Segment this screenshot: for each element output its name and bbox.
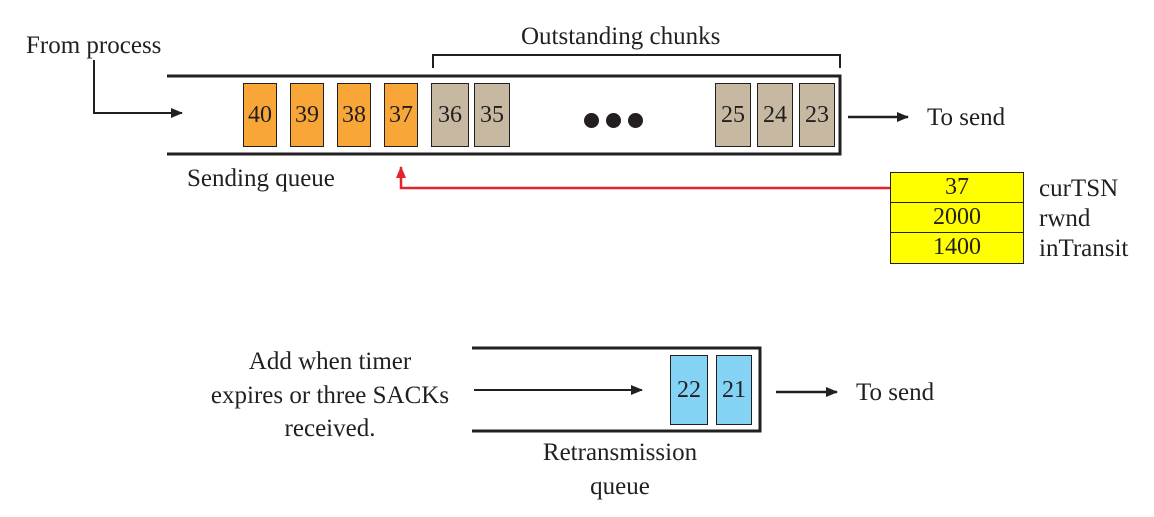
- retransmission-chunk: 21: [716, 355, 752, 425]
- unsent-chunk: 37: [384, 83, 418, 147]
- sending-queue-outline: [167, 74, 842, 156]
- outstanding-chunk: 25: [715, 83, 751, 147]
- outstanding-chunk: 35: [474, 83, 510, 147]
- retransmission-chunk: 22: [670, 355, 708, 425]
- to-send-label-top: To send: [927, 104, 1006, 131]
- sending-queue-label: Sending queue: [187, 165, 335, 192]
- add-note-line-1: Add when timer: [248, 348, 412, 375]
- ellipsis-dot: [606, 113, 621, 128]
- ellipsis-dot: [628, 113, 643, 128]
- ellipsis-dot: [584, 113, 599, 128]
- curtsn-value: 37: [890, 172, 1024, 204]
- unsent-chunk: 39: [290, 83, 324, 147]
- rwnd-value: 2000: [890, 202, 1024, 234]
- outstanding-bracket: [432, 54, 841, 68]
- outstanding-chunk: 36: [431, 83, 469, 147]
- outstanding-chunk: 23: [799, 83, 835, 147]
- outstanding-chunks-label: Outstanding chunks: [521, 23, 721, 50]
- retransmission-queue-outline: [472, 346, 762, 433]
- retransmission-queue-label-line-1: Retransmission: [542, 439, 698, 466]
- intransit-value: 1400: [890, 232, 1024, 264]
- retransmission-queue-label-line-2: queue: [590, 473, 650, 500]
- intransit-label: inTransit: [1039, 235, 1129, 262]
- add-note-line-3: received.: [284, 415, 376, 442]
- rwnd-label: rwnd: [1039, 205, 1091, 232]
- outstanding-chunk: 24: [757, 83, 793, 147]
- to-send-label-bottom: To send: [856, 379, 935, 406]
- from-process-arrow: [93, 60, 183, 118]
- unsent-chunk: 40: [243, 83, 277, 147]
- from-process-label: From process: [26, 32, 162, 59]
- unsent-chunk: 38: [337, 83, 371, 147]
- curtsn-pointer-arrow: [396, 166, 890, 190]
- curtsn-label: curTSN: [1039, 175, 1119, 202]
- add-note-line-2: expires or three SACKs: [210, 382, 450, 409]
